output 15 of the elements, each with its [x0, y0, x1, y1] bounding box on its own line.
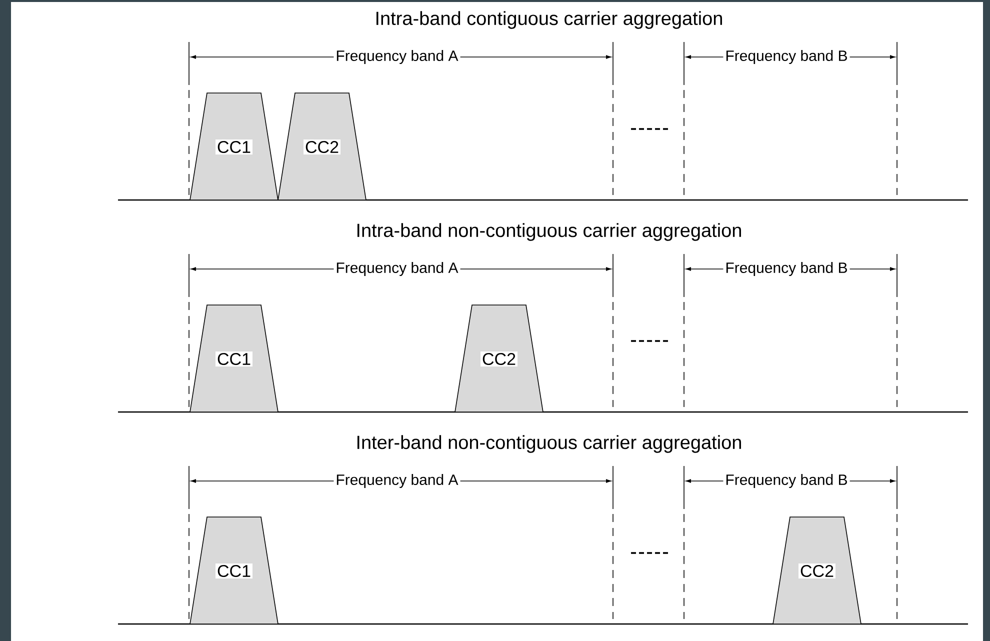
carrier-trapezoid: CC2 [454, 304, 544, 412]
carrier-trapezoid: CC2 [772, 516, 862, 624]
carrier-trapezoid: CC1 [190, 516, 278, 624]
carrier-trapezoid: CC1 [190, 92, 278, 200]
band-label: Frequency band B [723, 260, 850, 278]
panel-title: Intra-band non-contiguous carrier aggregation [357, 223, 741, 241]
panel-title: Inter-band non-contiguous carrier aggregation [357, 435, 741, 453]
carrier-trapezoid: CC1 [190, 304, 278, 412]
band-label: Frequency band B [723, 48, 850, 66]
panel-title: Intra-band contiguous carrier aggregation [376, 11, 722, 29]
band-label: Frequency band B [723, 472, 850, 490]
band-label: Frequency band A [334, 260, 460, 278]
band-label: Frequency band A [334, 472, 460, 490]
carrier-trapezoid: CC2 [278, 92, 366, 200]
band-label: Frequency band A [334, 48, 460, 66]
